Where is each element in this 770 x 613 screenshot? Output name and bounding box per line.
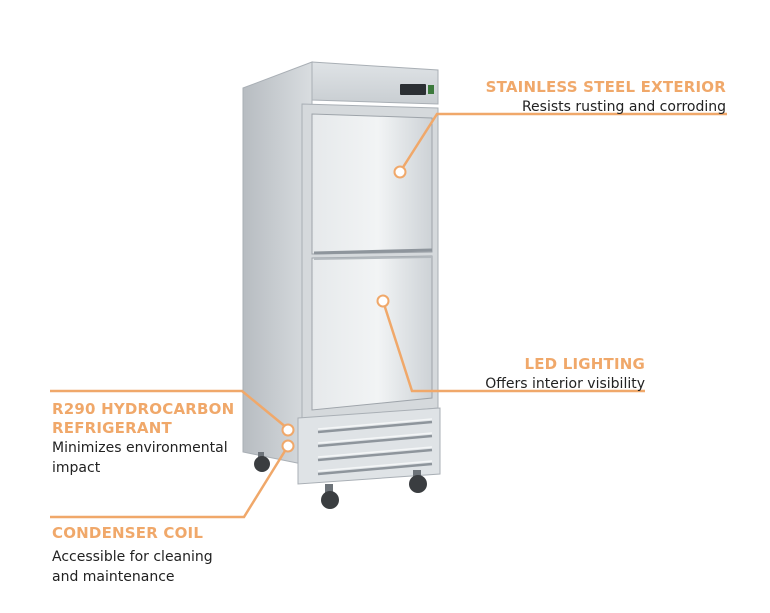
callout-lines bbox=[50, 112, 727, 519]
refrigerant-callout: R290 HYDROCARBON REFRIGERANT Minimizes e… bbox=[52, 400, 252, 478]
refrigerator bbox=[242, 61, 441, 509]
condenser-description-line2: and maintenance bbox=[52, 569, 175, 585]
lower-door bbox=[311, 255, 433, 411]
power-switch-icon bbox=[428, 85, 434, 94]
caster-wheels bbox=[254, 452, 427, 509]
refrigerant-marker bbox=[281, 423, 295, 437]
refrigerant-description-line2: impact bbox=[52, 460, 101, 476]
led-description: Offers interior visibility bbox=[485, 376, 645, 392]
vent-grille bbox=[317, 420, 433, 476]
upper-door bbox=[311, 113, 433, 255]
top-header bbox=[311, 61, 439, 105]
stainless-description: Resists rusting and corroding bbox=[521, 99, 726, 115]
stainless-callout: STAINLESS STEEL EXTERIOR Resists rusting… bbox=[426, 78, 726, 117]
led-marker bbox=[376, 294, 390, 308]
condenser-description-line1: Accessible for cleaning bbox=[52, 549, 213, 565]
refrigerant-title-line2: REFRIGERANT bbox=[52, 419, 172, 437]
led-callout: LED LIGHTING Offers interior visibility bbox=[385, 355, 645, 394]
refrigerant-title-line1: R290 HYDROCARBON bbox=[52, 400, 235, 418]
temperature-display bbox=[400, 84, 426, 95]
condenser-marker bbox=[281, 439, 295, 453]
condenser-callout: CONDENSER COIL Accessible for cleaning a… bbox=[52, 524, 272, 587]
stainless-title: STAINLESS STEEL EXTERIOR bbox=[485, 78, 726, 96]
refrigerant-leader-line bbox=[50, 389, 288, 429]
refrigerant-description-line1: Minimizes environmental bbox=[52, 440, 228, 456]
stainless-leader-line bbox=[398, 112, 727, 173]
lower-door-handle bbox=[313, 256, 433, 260]
condenser-leader-line bbox=[50, 445, 290, 519]
vent-slats bbox=[317, 418, 433, 472]
led-leader-line bbox=[381, 300, 645, 393]
callout-markers bbox=[281, 165, 407, 453]
led-title: LED LIGHTING bbox=[524, 355, 645, 373]
condenser-title: CONDENSER COIL bbox=[52, 524, 204, 542]
stainless-marker bbox=[393, 165, 407, 179]
upper-door-handle bbox=[313, 248, 433, 255]
